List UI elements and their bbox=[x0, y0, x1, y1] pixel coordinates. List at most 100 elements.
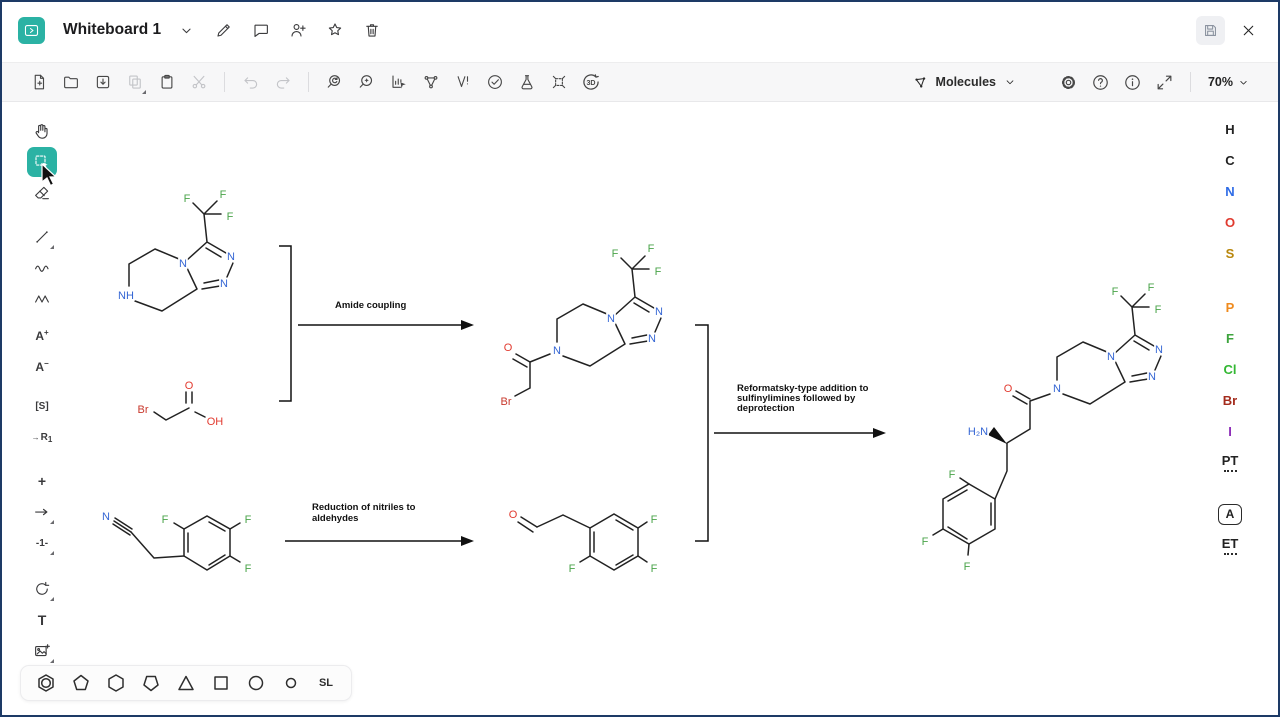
delete-button[interactable] bbox=[358, 17, 385, 44]
atom-label-F[interactable]: F bbox=[1153, 302, 1164, 318]
atom-label-N[interactable]: N bbox=[225, 249, 237, 265]
atom-label-N[interactable]: N bbox=[551, 343, 563, 359]
atom-label-F[interactable]: F bbox=[1146, 280, 1157, 296]
paste-button[interactable] bbox=[152, 68, 181, 97]
atom-label-N[interactable]: N bbox=[605, 311, 617, 327]
atom-label-Br[interactable]: Br bbox=[499, 394, 514, 410]
molecule-amide-intermediate[interactable]: F F F N N N N O Br bbox=[499, 241, 665, 410]
valence-check-button[interactable] bbox=[448, 68, 477, 97]
title-dropdown-button[interactable] bbox=[173, 17, 200, 44]
analyze-button[interactable] bbox=[384, 68, 413, 97]
atom-label-N[interactable]: N bbox=[1105, 349, 1117, 365]
element-n-button[interactable]: N bbox=[1216, 178, 1244, 204]
select-tool[interactable] bbox=[27, 147, 57, 177]
atom-label-O[interactable]: O bbox=[183, 378, 196, 394]
charge-minus-tool[interactable]: A− bbox=[27, 352, 57, 382]
atom-label-F[interactable]: F bbox=[218, 187, 229, 203]
element-o-button[interactable]: O bbox=[1216, 209, 1244, 235]
element-h-button[interactable]: H bbox=[1216, 116, 1244, 142]
element-types-button[interactable]: ET bbox=[1216, 532, 1244, 558]
element-cl-button[interactable]: Cl bbox=[1216, 356, 1244, 382]
atom-label-O[interactable]: O bbox=[507, 507, 520, 523]
fragment-button[interactable] bbox=[416, 68, 445, 97]
cyclobutane-template[interactable] bbox=[206, 668, 236, 698]
atom-label-F[interactable]: F bbox=[947, 467, 958, 483]
element-p-button[interactable]: P bbox=[1216, 294, 1244, 320]
redo-button[interactable] bbox=[268, 68, 297, 97]
atom-label-F[interactable]: F bbox=[653, 264, 664, 280]
bond-tool[interactable] bbox=[27, 222, 57, 252]
atom-label-F[interactable]: F bbox=[649, 561, 660, 577]
close-button[interactable] bbox=[1235, 17, 1262, 44]
atom-label-N[interactable]: N bbox=[218, 276, 230, 292]
eraser-tool[interactable] bbox=[27, 178, 57, 208]
periodic-table-button[interactable]: PT bbox=[1216, 449, 1244, 475]
favorite-button[interactable] bbox=[321, 17, 348, 44]
element-br-button[interactable]: Br bbox=[1216, 387, 1244, 413]
molecule-nitrile[interactable]: N F F F bbox=[100, 509, 254, 577]
atom-label-F[interactable]: F bbox=[646, 241, 657, 257]
molecules-dropdown[interactable]: Molecules bbox=[904, 70, 1025, 95]
reaction-arrow-reformatsky[interactable]: Reformatsky-type addition to sulfinylimi… bbox=[695, 324, 886, 542]
rotate-tool[interactable] bbox=[27, 574, 57, 604]
atom-label-F[interactable]: F bbox=[160, 512, 171, 528]
atom-label-OH[interactable]: OH bbox=[205, 414, 225, 430]
undo-button[interactable] bbox=[236, 68, 265, 97]
atom-label-N[interactable]: N bbox=[1146, 369, 1158, 385]
new-document-button[interactable] bbox=[24, 68, 53, 97]
molecule-product[interactable]: F F F N N N N O H₂N F F F bbox=[920, 280, 1165, 575]
any-atom-button[interactable]: A bbox=[1216, 501, 1244, 527]
atom-label-NH2[interactable]: H₂N bbox=[966, 424, 990, 440]
sidebar-toggle-button[interactable] bbox=[18, 16, 45, 44]
atom-label-F[interactable]: F bbox=[1110, 284, 1121, 300]
atom-label-N[interactable]: N bbox=[100, 509, 112, 525]
reaction-arrow-reduction[interactable]: Reduction of nitriles to aldehydes bbox=[285, 502, 474, 546]
atom-label-O[interactable]: O bbox=[1002, 381, 1015, 397]
invite-collaborator-button[interactable] bbox=[284, 17, 311, 44]
reaction-tools-button[interactable] bbox=[512, 68, 541, 97]
reaction-label[interactable]: Reformatsky-type addition to bbox=[737, 383, 869, 394]
cyclopentane-template[interactable] bbox=[66, 668, 96, 698]
atom-label-F[interactable]: F bbox=[567, 561, 578, 577]
open-folder-button[interactable] bbox=[56, 68, 85, 97]
benzene-template[interactable] bbox=[31, 668, 61, 698]
export-save-button[interactable] bbox=[88, 68, 117, 97]
atom-label-F[interactable]: F bbox=[649, 512, 660, 528]
reaction-label[interactable]: deprotection bbox=[737, 403, 795, 414]
molecule-triazolopiperazine-amine[interactable]: F F F N N N NH bbox=[116, 187, 237, 312]
element-s-button[interactable]: S bbox=[1216, 240, 1244, 266]
reaction-label[interactable]: Amide coupling bbox=[335, 300, 406, 311]
atom-label-F[interactable]: F bbox=[610, 246, 621, 262]
atom-label-O[interactable]: O bbox=[502, 340, 515, 356]
structure-library-button[interactable]: SL bbox=[311, 668, 341, 698]
settings-button[interactable] bbox=[1054, 68, 1083, 97]
structure-lookup-button[interactable] bbox=[352, 68, 381, 97]
charge-plus-tool[interactable]: A+ bbox=[27, 321, 57, 351]
cyclopropane-template[interactable] bbox=[171, 668, 201, 698]
cyclohexane-template[interactable] bbox=[101, 668, 131, 698]
comment-button[interactable] bbox=[247, 17, 274, 44]
atom-label-N[interactable]: N bbox=[1051, 381, 1063, 397]
info-button[interactable] bbox=[1118, 68, 1147, 97]
atom-mapping-tool[interactable]: -1- bbox=[27, 528, 57, 558]
insert-image-tool[interactable] bbox=[27, 636, 57, 666]
cycloheptane-template[interactable] bbox=[241, 668, 271, 698]
atom-label-N[interactable]: N bbox=[646, 331, 658, 347]
help-button[interactable] bbox=[1086, 68, 1115, 97]
reaction-arrow-amide-coupling[interactable]: Amide coupling bbox=[279, 245, 474, 402]
zoom-select[interactable]: 70% bbox=[1202, 71, 1256, 93]
atom-label-F[interactable]: F bbox=[920, 534, 931, 550]
atom-label-F[interactable]: F bbox=[225, 209, 236, 225]
reaction-label[interactable]: Reduction of nitriles to bbox=[312, 502, 416, 513]
text-tool[interactable]: T bbox=[27, 605, 57, 635]
atom-label-F[interactable]: F bbox=[243, 512, 254, 528]
chain-tool[interactable] bbox=[27, 284, 57, 314]
reaction-label[interactable]: aldehydes bbox=[312, 513, 358, 524]
rename-button[interactable] bbox=[210, 17, 237, 44]
molecule-bromoacetic-acid[interactable]: Br O OH bbox=[136, 378, 225, 430]
hand-tool[interactable] bbox=[27, 116, 57, 146]
molecule-aldehyde[interactable]: O F F F bbox=[507, 507, 660, 577]
atom-label-NH[interactable]: NH bbox=[116, 288, 135, 304]
atom-label-N[interactable]: N bbox=[177, 256, 189, 272]
